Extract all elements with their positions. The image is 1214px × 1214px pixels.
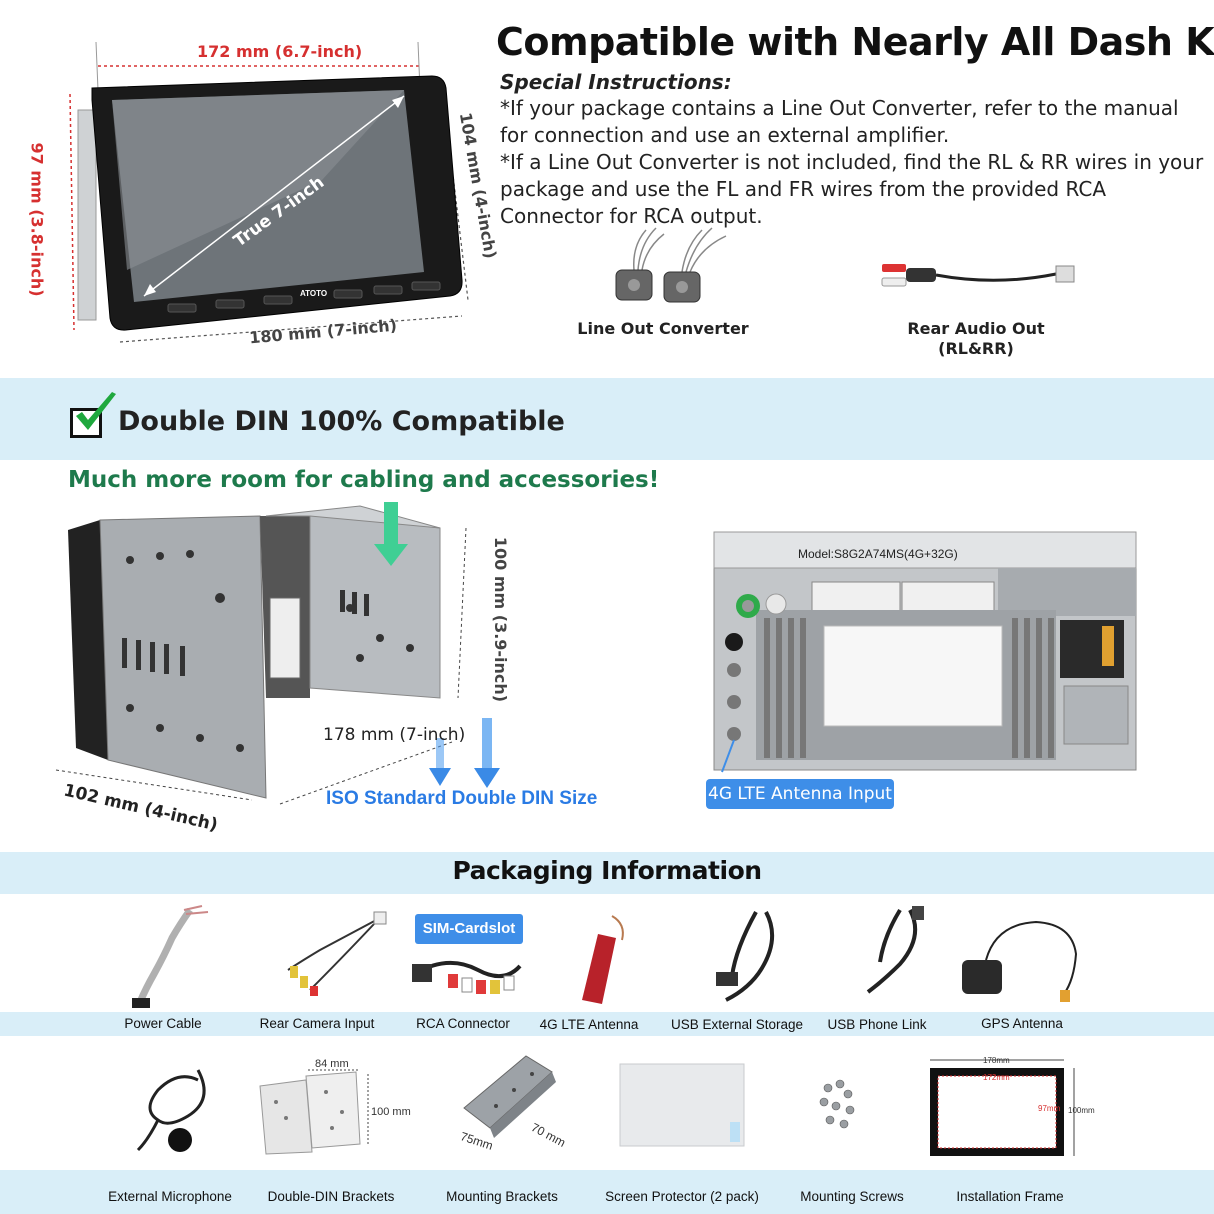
pk-label-mounting-screws: Mounting Screws <box>800 1189 904 1204</box>
bracket-height-dimension: 100 mm <box>371 1106 411 1118</box>
gps-antenna-image <box>962 920 1078 1002</box>
width-top-dimension: 172 mm (6.7-inch) <box>197 42 363 61</box>
pk-label-gps-antenna: GPS Antenna <box>981 1016 1063 1031</box>
rca-connector-image <box>412 960 522 994</box>
external-microphone-image <box>136 1069 206 1152</box>
check-icon <box>76 392 116 430</box>
frame-inner-height: 97mm <box>1038 1104 1061 1113</box>
frame-inner-width: 172mm <box>983 1073 1010 1082</box>
pk-label-double-din-brackets: Double-DIN Brackets <box>267 1189 395 1204</box>
rear-camera-input-image <box>287 911 387 996</box>
width-178mm-dimension: 178 mm (7-inch) <box>323 725 466 745</box>
pk-label-external-microphone: External Microphone <box>108 1189 232 1204</box>
instruction-rca: *If a Line Out Converter is not included… <box>500 150 1204 228</box>
frame-outer-width: 178mm <box>983 1056 1010 1065</box>
head-unit-illustration: ATOTO True 7-inch <box>69 41 469 343</box>
rear-panel-image: Model:S8G2A74MS(4G+32G) <box>713 531 1137 773</box>
pk-label-usb-phone-link: USB Phone Link <box>827 1017 927 1032</box>
pk-label-usb-external-storage: USB External Storage <box>670 1017 804 1032</box>
rear-audio-out-label: Rear Audio Out <box>907 319 1045 338</box>
packaging-row1-label-band <box>0 1012 1214 1036</box>
special-instructions-heading: Special Instructions: <box>500 70 732 94</box>
double-din-title: Double DIN 100% Compatible <box>118 406 565 437</box>
double-din-brackets-image <box>259 1069 369 1155</box>
double-din-band <box>0 378 1214 460</box>
instruction-line-out: *If your package contains a Line Out Con… <box>500 96 1179 147</box>
power-cable-image <box>132 905 209 1008</box>
lte-antenna-input-badge: 4G LTE Antenna Input <box>706 779 894 809</box>
height-100mm-dimension: 100 mm (3.9-inch) <box>491 536 511 703</box>
pk-label-mounting-brackets: Mounting Brackets <box>446 1189 558 1204</box>
installation-frame-image <box>930 1059 1075 1156</box>
double-din-cage-image <box>55 502 500 805</box>
pk-label-rear-camera-input: Rear Camera Input <box>259 1016 375 1031</box>
mounting-brackets-image <box>463 1055 556 1138</box>
rear-audio-out-image <box>881 264 1075 287</box>
bracket-width-dimension: 84 mm <box>315 1058 349 1070</box>
lte-antenna-image <box>582 915 624 1004</box>
height-left-dimension: 97 mm (3.8-inch) <box>27 142 47 297</box>
mounting-screws-image <box>819 1079 855 1129</box>
head-unit-figure: ATOTO True 7-inch <box>52 30 492 370</box>
page-title: Compatible with Nearly All Dash Kits <box>496 20 1214 64</box>
frame-outer-height: 100mm <box>1068 1106 1095 1115</box>
rear-audio-out-sublabel: (RL&RR) <box>938 339 1014 358</box>
packaging-band <box>0 852 1214 894</box>
sim-cardslot-badge: SIM-Cardslot <box>415 914 523 944</box>
pk-label-lte-antenna: 4G LTE Antenna <box>539 1017 639 1032</box>
pk-label-installation-frame: Installation Frame <box>956 1189 1064 1204</box>
line-out-converter-image <box>615 227 727 303</box>
usb-external-storage-image <box>716 911 774 1002</box>
pk-label-rca-connector: RCA Connector <box>416 1016 510 1031</box>
screen-protector-image <box>619 1063 745 1147</box>
model-label: Model:S8G2A74MS(4G+32G) <box>798 547 958 561</box>
usb-phone-link-image <box>866 906 924 994</box>
iso-standard-label: ISO Standard Double DIN Size <box>326 788 598 809</box>
packaging-title: Packaging Information <box>452 856 762 885</box>
room-subtitle: Much more room for cabling and accessori… <box>68 467 660 493</box>
pk-label-screen-protector: Screen Protector (2 pack) <box>605 1189 759 1204</box>
brand-logo: ATOTO <box>300 289 327 298</box>
line-out-converter-label: Line Out Converter <box>577 319 749 338</box>
pk-label-power-cable: Power Cable <box>124 1016 202 1031</box>
packaging-row2-label-band <box>0 1170 1214 1214</box>
